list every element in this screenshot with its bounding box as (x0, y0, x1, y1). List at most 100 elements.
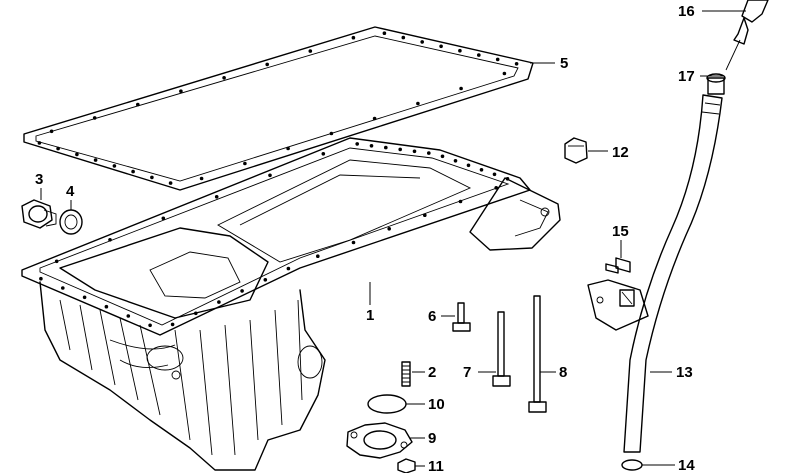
bolt-hole (37, 141, 42, 145)
bolt-hole (479, 168, 484, 172)
bolt-hole (514, 62, 519, 66)
bolt-hole (382, 31, 387, 35)
bolt-hole (286, 266, 291, 271)
bolt-hole (194, 311, 198, 316)
bolt-hole (412, 149, 417, 154)
bolt-hole (427, 151, 431, 155)
callout-12: 12 (612, 144, 629, 161)
gasket-part-5 (23, 26, 534, 191)
bolt-hole (108, 238, 112, 242)
callout-11: 11 (428, 458, 444, 473)
bolt-hole (179, 89, 183, 93)
bolt-hole (369, 144, 374, 148)
bolt-hole (104, 304, 109, 309)
bolt-hole (316, 254, 320, 258)
bolt-hole (150, 175, 154, 180)
bolt-part-15 (605, 257, 631, 274)
bolt-hole (93, 158, 98, 162)
callout-14: 14 (678, 457, 695, 473)
callout-10: 10 (428, 396, 445, 413)
bolt-hole (502, 71, 507, 76)
bolt-hole (222, 76, 226, 80)
bolt-hole (440, 154, 445, 159)
drain-plug-part-3 (21, 199, 57, 229)
bolt-hole (265, 62, 270, 67)
callout-17: 17 (678, 68, 695, 85)
bolt-hole (372, 116, 377, 121)
callout-13: 13 (676, 364, 693, 381)
bolt-hole (168, 181, 173, 185)
bolt-hole (148, 323, 152, 328)
seal-ring-part-4 (59, 209, 83, 235)
bolt-hole (199, 176, 204, 181)
bolt-hole (329, 131, 334, 136)
callout-1: 1 (366, 307, 374, 324)
callout-9: 9 (428, 430, 436, 447)
bolt-hole (217, 300, 221, 304)
oil-pan-part-1 (21, 137, 561, 471)
bolt-hole (466, 163, 471, 168)
bolt-hole (126, 314, 131, 318)
bolt-hole (39, 276, 43, 281)
bolt-hole (240, 289, 244, 293)
bolt-hole (82, 295, 87, 300)
bolt-hole (243, 161, 247, 166)
bolt-hole (321, 152, 326, 156)
bolt-hole (54, 259, 59, 264)
callout-labels: 5 1 3 4 12 15 6 7 8 2 10 9 11 13 14 17 1… (35, 3, 695, 473)
bolt-hole (161, 216, 166, 221)
guide-tube-part-13 (587, 94, 723, 453)
callout-3: 3 (35, 171, 43, 188)
bolt-hole (420, 40, 425, 44)
bolt-hole (308, 49, 313, 53)
bolt-hole (505, 177, 510, 181)
bolt-hole (56, 146, 60, 151)
bolt-hole (136, 102, 140, 107)
bolt-hole (268, 173, 272, 178)
bolt-hole (49, 129, 54, 134)
seal-part-17 (706, 73, 726, 95)
stud-part-2 (401, 361, 411, 387)
callout-6: 6 (428, 308, 436, 325)
bolt-hole (439, 44, 443, 49)
bolt-hole (453, 159, 458, 163)
bolt-hole (351, 240, 356, 245)
bolt-hole (131, 169, 135, 174)
o-ring-part-10 (367, 394, 407, 414)
bolt-part-6 (452, 302, 471, 332)
bolt-hole (112, 164, 117, 168)
bolt-hole (423, 213, 427, 217)
bolt-hole (170, 322, 175, 327)
bolt-hole (263, 278, 268, 282)
callout-8: 8 (559, 364, 567, 381)
bolt-hole (384, 145, 388, 150)
callout-4: 4 (66, 183, 75, 200)
bolt-hole (387, 227, 392, 231)
bolt-hole (458, 48, 462, 53)
bolt-hole (401, 35, 406, 40)
bolt-hole (459, 86, 463, 91)
callout-2: 2 (428, 364, 436, 381)
rubber-plug-part-12 (564, 137, 588, 164)
callout-15: 15 (612, 223, 629, 240)
bolt-hole (477, 53, 481, 57)
bolt-part-8 (528, 295, 547, 413)
bolt-hole (286, 146, 290, 151)
bolt-hole (458, 199, 463, 204)
bolt-hole (355, 142, 360, 146)
leader-lines (40, 10, 746, 467)
o-ring-part-14 (621, 459, 643, 471)
bolt-hole (416, 101, 420, 106)
callout-7: 7 (463, 364, 471, 381)
bolt-hole (92, 116, 97, 120)
callout-5: 5 (560, 55, 568, 72)
bolt-hole (214, 195, 219, 199)
bolt-hole (398, 147, 403, 152)
bolt-part-7 (492, 311, 511, 387)
bolt-hole (75, 152, 79, 157)
cover-flange-part-9 (346, 422, 413, 459)
bolt-hole (492, 172, 497, 177)
bolt-hole (351, 35, 356, 40)
